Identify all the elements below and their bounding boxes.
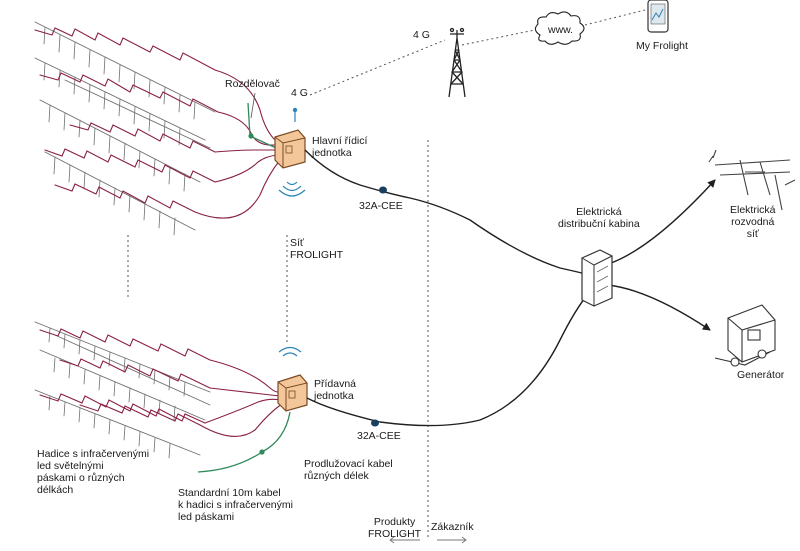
internet-label: www. [548, 24, 574, 36]
main-unit-wifi-icon [278, 181, 306, 197]
wireless-links [127, 9, 646, 540]
standard-cable-label: Standardní 10m kabel k hadici s infračer… [178, 487, 293, 523]
hoses-label: Hadice s infračervenými led světelnými p… [37, 448, 150, 496]
main-unit-label: Hlavní řídicí jednotka [312, 135, 368, 159]
distribution-cabinet-icon [581, 249, 613, 307]
extension-cable [197, 411, 291, 473]
unit-4g-label: 4 G [291, 87, 308, 99]
cee-connector-bottom [371, 419, 379, 427]
additional-unit-wifi-icon [278, 346, 302, 357]
main-control-unit-icon [274, 107, 306, 169]
cable-top-label: 32A-CEE [359, 200, 403, 212]
phone-icon [647, 0, 669, 33]
customer-label: Zákazník [431, 521, 474, 533]
cable-bottom-label: 32A-CEE [357, 430, 401, 442]
app-label: My Frolight [636, 40, 688, 52]
grid-label: Elektrická rozvodná síť [730, 204, 776, 240]
cell-tower-icon [448, 27, 466, 98]
power-grid-icon [708, 149, 796, 211]
boundary-arrows [389, 536, 467, 544]
cee-connector-top [379, 186, 387, 194]
generator-icon [714, 304, 776, 367]
internet-cloud-icon [534, 11, 585, 45]
network-label: Síť FROLIGHT [290, 237, 344, 261]
splitter [247, 92, 277, 149]
splitter-label: Rozdělovač [225, 78, 280, 90]
tower-4g-label: 4 G [413, 29, 430, 41]
products-label: Produkty FROLIGHT [368, 516, 422, 540]
cabinet-label: Elektrická distribuční kabina [558, 206, 640, 230]
additional-unit-label: Přídavná jednotka [314, 378, 357, 402]
power-cables [304, 149, 716, 427]
bottom-hose-panel [34, 321, 283, 459]
extension-cable-label: Prodlužovací kabel různých délek [304, 458, 393, 482]
top-hose-panel [34, 21, 281, 236]
additional-unit-icon [277, 374, 308, 412]
generator-label: Generátor [737, 369, 785, 381]
